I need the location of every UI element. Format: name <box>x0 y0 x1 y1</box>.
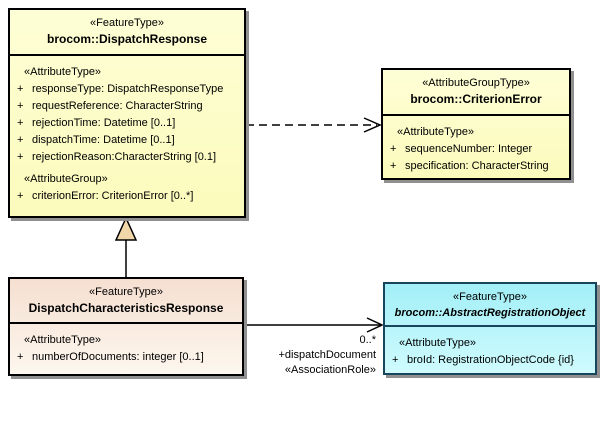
visibility-marker: + <box>17 117 24 129</box>
visibility-marker: + <box>17 100 24 112</box>
attribute-row: + criterionError: CriterionError [0..*] <box>10 188 244 205</box>
visibility-marker: + <box>390 143 397 155</box>
section-header: «AttributeType» <box>399 337 477 349</box>
association-edge <box>244 317 384 333</box>
attribute-text: dispatchTime: Datetime [0..1] <box>32 134 175 146</box>
section-header: «AttributeGroup» <box>24 173 108 185</box>
attribute-text: rejectionTime: Datetime [0..1] <box>32 117 176 129</box>
attribute-text: broId: RegistrationObjectCode {id} <box>407 354 574 366</box>
attribute-compartment: «AttributeType» + numberOfDocuments: int… <box>10 324 242 366</box>
attribute-text: sequenceNumber: Integer <box>405 143 533 155</box>
class-box-criterion-error: «AttributeGroupType» brocom::CriterionEr… <box>381 68 571 180</box>
attribute-compartment: «AttributeType» + broId: RegistrationObj… <box>385 327 595 369</box>
open-arrowhead-icon <box>366 317 384 333</box>
attribute-text: numberOfDocuments: integer [0..1] <box>32 351 204 363</box>
attribute-compartment: «AttributeType» + sequenceNumber: Intege… <box>383 116 569 175</box>
hollow-triangle-icon <box>114 216 138 241</box>
stereotype-label: «FeatureType» <box>89 286 163 298</box>
attribute-row: + requestReference: CharacterString <box>10 98 244 115</box>
stereotype-label: «FeatureType» <box>453 291 527 303</box>
attribute-row: + specification: CharacterString <box>383 158 569 175</box>
dependency-edge <box>246 117 382 133</box>
generalization-edge <box>114 216 138 278</box>
visibility-marker: + <box>17 351 24 363</box>
visibility-marker: + <box>390 160 397 172</box>
attribute-row: + rejectionReason:CharacterString [0.1] <box>10 149 244 166</box>
visibility-marker: + <box>17 134 24 146</box>
open-arrowhead-icon <box>363 117 382 133</box>
attribute-text: criterionError: CriterionError [0..*] <box>32 190 194 202</box>
section-header: «AttributeType» <box>24 66 102 78</box>
visibility-marker: + <box>392 354 399 366</box>
association-multiplicity: 0..* <box>359 334 376 346</box>
class-box-dispatch-response: «FeatureType» brocom::DispatchResponse «… <box>8 8 246 218</box>
class-title: brocom::DispatchResponse <box>46 32 208 46</box>
class-header: «FeatureType» brocom::AbstractRegistrati… <box>385 284 595 327</box>
attribute-text: requestReference: CharacterString <box>32 100 203 112</box>
section-header: «AttributeType» <box>397 126 475 138</box>
class-header: «AttributeGroupType» brocom::CriterionEr… <box>383 70 569 116</box>
attribute-row: + rejectionTime: Datetime [0..1] <box>10 115 244 132</box>
attribute-compartment: «AttributeType» + responseType: Dispatch… <box>10 56 244 205</box>
class-title: brocom::AbstractRegistrationObject <box>394 307 586 319</box>
visibility-marker: + <box>17 151 24 163</box>
stereotype-label: «AttributeGroupType» <box>422 77 530 89</box>
class-title: brocom::CriterionError <box>410 92 542 106</box>
attribute-row: + responseType: DispatchResponseType <box>10 81 244 98</box>
attribute-row: + numberOfDocuments: integer [0..1] <box>10 349 242 366</box>
attribute-row: + dispatchTime: Datetime [0..1] <box>10 132 244 149</box>
attribute-text: responseType: DispatchResponseType <box>32 83 224 95</box>
association-stereotype: «AssociationRole» <box>284 364 376 376</box>
attribute-row: + sequenceNumber: Integer <box>383 141 569 158</box>
section-header: «AttributeType» <box>24 334 102 346</box>
attribute-text: specification: CharacterString <box>405 160 549 172</box>
attribute-row: + broId: RegistrationObjectCode {id} <box>385 352 595 369</box>
class-box-dispatch-characteristics-response: «FeatureType» DispatchCharacteristicsRes… <box>8 277 244 376</box>
stereotype-label: «FeatureType» <box>90 17 164 29</box>
attribute-text: rejectionReason:CharacterString [0.1] <box>32 151 217 163</box>
class-header: «FeatureType» brocom::DispatchResponse <box>10 10 244 56</box>
visibility-marker: + <box>17 83 24 95</box>
association-role-name: +dispatchDocument <box>278 349 376 361</box>
class-title: DispatchCharacteristicsResponse <box>28 301 224 315</box>
visibility-marker: + <box>17 190 24 202</box>
class-box-abstract-registration-object: «FeatureType» brocom::AbstractRegistrati… <box>383 282 597 375</box>
association-end-labels: 0..* +dispatchDocument «AssociationRole» <box>278 333 376 378</box>
class-header: «FeatureType» DispatchCharacteristicsRes… <box>10 279 242 324</box>
